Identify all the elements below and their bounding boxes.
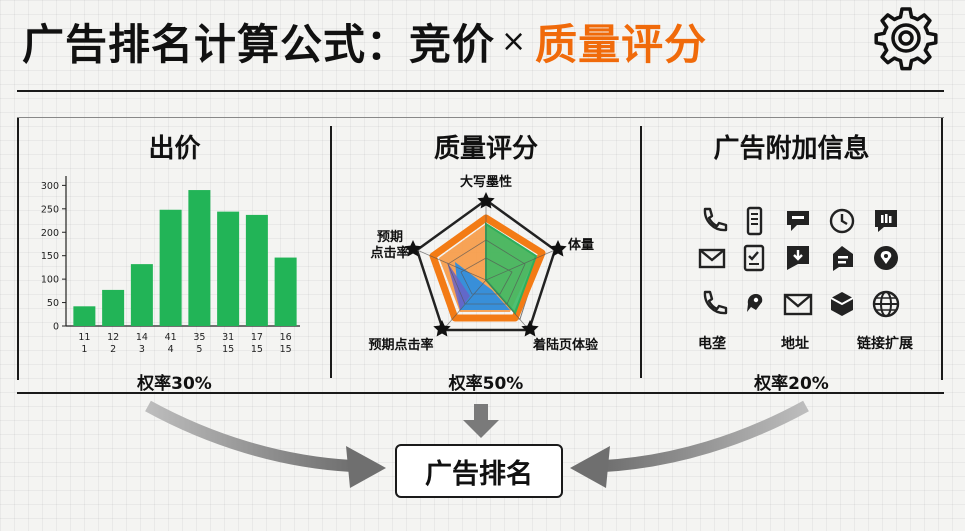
map-bubble-icon — [738, 288, 770, 320]
mail-icon — [696, 242, 728, 274]
x-tick-label: 12 — [107, 332, 119, 343]
y-tick-label: 300 — [41, 181, 59, 192]
page-title: 广告排名计算公式：竞价 × 质量评分 — [22, 10, 707, 72]
x-tick-label: 31 — [222, 332, 234, 343]
globe-icon — [870, 288, 902, 320]
x-tick-label: 4 — [168, 344, 174, 355]
x-tick-label: 5 — [196, 344, 202, 355]
star-icon — [404, 240, 422, 257]
y-tick-label: 0 — [53, 322, 59, 333]
center-arrowhead — [463, 420, 499, 438]
quality-panel-title: 质量评分 — [433, 134, 538, 164]
right-arrowhead — [570, 446, 610, 488]
bid-bar-chart: 0501001502002503001111221434143553115171… — [41, 176, 300, 355]
flow-arrows — [145, 400, 809, 488]
y-tick-label: 250 — [41, 204, 59, 215]
x-tick-label: 41 — [165, 332, 177, 343]
bar — [159, 209, 182, 326]
star-icon — [549, 240, 567, 257]
x-tick-label: 3 — [139, 344, 145, 355]
bid-weight: 权率30% — [137, 374, 212, 394]
x-tick-label: 11 — [78, 332, 90, 343]
star-icon — [521, 320, 539, 337]
message-icon — [782, 205, 814, 237]
x-tick-label: 16 — [280, 332, 292, 343]
bar — [130, 264, 153, 326]
envelope-icon — [782, 288, 814, 320]
radar-axis-label: 预期点击率 — [368, 337, 433, 353]
note-bubble-icon — [826, 242, 858, 274]
phone-icon — [696, 288, 728, 320]
y-tick-label: 100 — [41, 275, 59, 286]
bar — [73, 306, 96, 326]
bar — [274, 257, 297, 326]
title-prefix: 广告排名计算公式：竞价 — [22, 19, 496, 69]
quality-radar-chart: 大写墨性 体量 着陆页体验 预期点击率 预期点击率 — [368, 174, 599, 353]
bar — [102, 289, 125, 326]
x-tick-label: 1 — [81, 344, 87, 355]
radar-axis-label: 着陆页体验 — [532, 337, 599, 353]
panel-top-rule — [17, 117, 944, 118]
bar — [217, 211, 240, 326]
location-pin-icon — [870, 242, 902, 274]
x-tick-label: 17 — [251, 332, 263, 343]
x-tick-label: 14 — [136, 332, 148, 343]
bottom-rule — [17, 392, 944, 394]
gear-icon — [874, 7, 938, 71]
panel-left-edge — [17, 118, 19, 380]
star-icon — [477, 192, 495, 209]
download-icon — [782, 242, 814, 274]
chat-bars-icon — [870, 205, 902, 237]
ad-rank-box: 广告排名 — [395, 444, 563, 498]
title-accent: 质量评分 — [535, 19, 708, 69]
phone-icon — [696, 205, 728, 237]
box-icon — [826, 288, 858, 320]
y-tick-label: 150 — [41, 251, 59, 262]
quality-weight: 权率50% — [448, 374, 524, 394]
radar-axis-label: 大写墨性 — [460, 174, 512, 190]
extensions-weight: 权率20% — [754, 374, 829, 394]
right-flow-arrow — [603, 400, 809, 472]
x-tick-label: 15 — [251, 344, 263, 355]
checklist-icon — [738, 242, 770, 274]
phone-device-icon — [738, 205, 770, 237]
bid-panel-title: 出价 — [148, 134, 201, 164]
bar — [245, 214, 268, 326]
x-tick-label: 2 — [110, 344, 116, 355]
x-tick-label: 15 — [280, 344, 292, 355]
bar — [188, 190, 211, 326]
extension-label: 地址 — [781, 336, 809, 352]
left-arrowhead — [346, 446, 386, 488]
y-tick-label: 50 — [47, 298, 59, 309]
radar-axis-label: 体量 — [568, 237, 594, 253]
extensions-panel-title: 广告附加信息 — [713, 134, 870, 164]
x-tick-label: 35 — [193, 332, 205, 343]
left-flow-arrow — [145, 400, 353, 472]
radar-axis-label: 预期点击率 — [370, 230, 409, 261]
center-flow-arrow — [474, 404, 488, 422]
radar-vertex-markers — [404, 192, 567, 337]
clock-icon — [826, 205, 858, 237]
x-tick-label: 15 — [222, 344, 234, 355]
extension-label: 链接扩展 — [857, 336, 913, 352]
top-rule — [17, 90, 944, 92]
star-icon — [433, 320, 451, 337]
extension-label: 电垄 — [698, 336, 726, 352]
multiply-sign: × — [501, 23, 528, 59]
panel-divider — [330, 126, 332, 378]
y-tick-label: 200 — [41, 228, 59, 239]
panel-right-edge — [941, 118, 943, 380]
panel-divider — [640, 126, 642, 378]
